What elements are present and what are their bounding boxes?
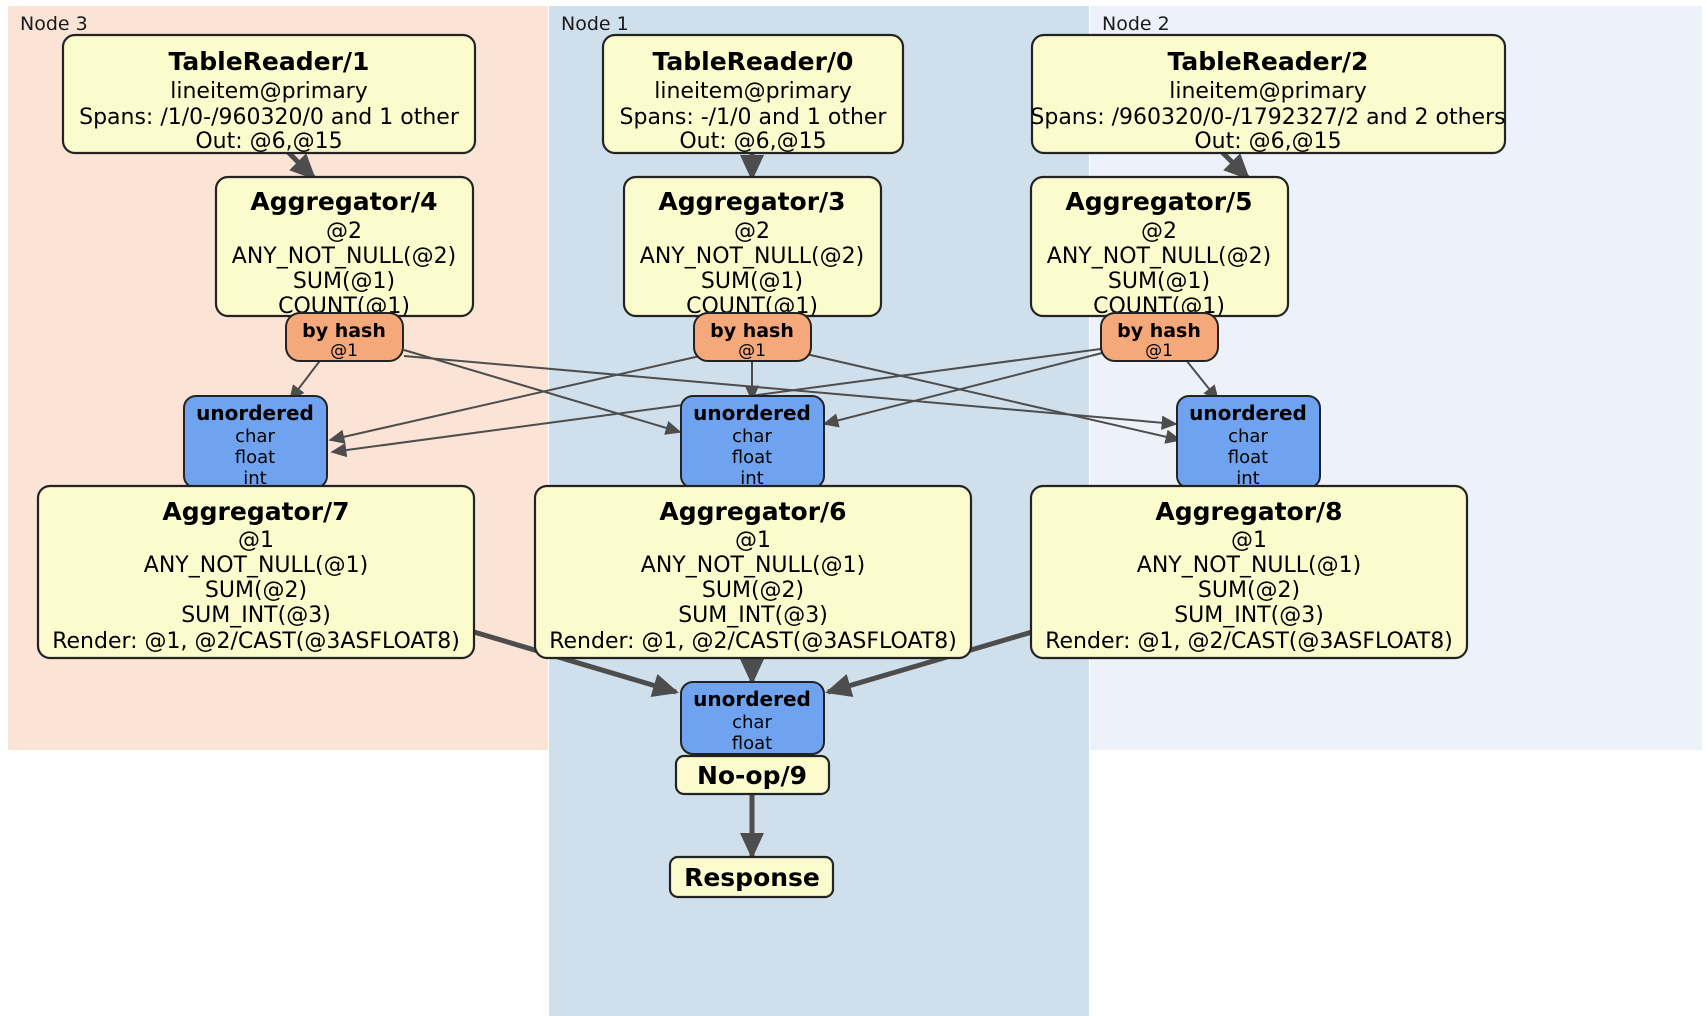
processor-line: SUM_INT(@3) [1174,603,1324,628]
panel-node-3-label: Node 3 [20,13,88,35]
processor-line: @2 [1141,219,1177,244]
processor-line: Render: @1, @2/CAST(@3ASFLOAT8) [549,629,957,654]
processor-line: SUM(@1) [1108,269,1210,294]
synchronizer-line: char [235,426,275,447]
processor-line: ANY_NOT_NULL(@1) [641,553,865,578]
edge-hash-left-to-unordered-left [289,357,323,402]
synchronizer-title: unordered [693,401,811,425]
synchronizer-line: int [1236,468,1259,489]
processor-line: Render: @1, @2/CAST(@3ASFLOAT8) [1045,629,1453,654]
processor-title: TableReader/0 [653,47,854,76]
router-hash-right[interactable]: by hash @1 [1100,312,1219,362]
edge-hash-right-to-unordered-middle [822,351,1107,428]
processor-line: lineitem@primary [1169,79,1367,104]
processor-line: SUM(@1) [701,269,803,294]
processor-aggregator-8[interactable]: Aggregator/8 @1 ANY_NOT_NULL(@1) SUM(@2)… [1029,484,1469,660]
processor-line: @1 [1231,528,1267,553]
synchronizer-line: int [740,468,763,489]
processor-line: Out: @6,@15 [195,129,342,154]
processor-line: @2 [734,219,770,244]
processor-line: @2 [326,219,362,244]
synchronizer-line: float [732,733,772,754]
synchronizer-line: float [1228,447,1268,468]
processor-table-reader-1[interactable]: TableReader/1 lineitem@primary Spans: /1… [61,33,477,155]
processor-title: Aggregator/5 [1065,187,1252,216]
processor-line: ANY_NOT_NULL(@2) [640,244,864,269]
processor-line: @1 [735,528,771,553]
processor-line: ANY_NOT_NULL(@2) [232,244,456,269]
synchronizer-line: float [732,447,772,468]
processor-title: Aggregator/3 [658,187,845,216]
synchronizer-line: char [1228,426,1268,447]
processor-aggregator-6[interactable]: Aggregator/6 @1 ANY_NOT_NULL(@1) SUM(@2)… [533,484,973,660]
processor-title: Aggregator/6 [659,497,846,526]
processor-title: TableReader/2 [1168,47,1369,76]
router-line: @1 [738,341,766,361]
processor-line: SUM(@2) [205,578,307,603]
processor-aggregator-3[interactable]: Aggregator/3 @2 ANY_NOT_NULL(@2) SUM(@1)… [622,175,883,319]
router-title: by hash [302,320,386,342]
edge-tablereader1-to-aggregator4 [286,150,317,181]
processor-aggregator-4[interactable]: Aggregator/4 @2 ANY_NOT_NULL(@2) SUM(@1)… [214,175,475,319]
processor-line: SUM(@2) [1198,578,1300,603]
processor-table-reader-2[interactable]: TableReader/2 lineitem@primary Spans: /9… [1030,33,1507,155]
processor-line: ANY_NOT_NULL(@2) [1047,244,1271,269]
synchronizer-line: char [732,426,772,447]
processor-line: SUM(@2) [702,578,804,603]
processor-table-reader-0[interactable]: TableReader/0 lineitem@primary Spans: -/… [601,33,905,155]
synchronizer-unordered-middle[interactable]: unordered char float int [680,395,825,489]
router-line: @1 [330,341,358,361]
processor-line: SUM_INT(@3) [678,603,828,628]
synchronizer-line: char [732,712,772,733]
edge-tablereader2-to-aggregator5 [1220,150,1251,181]
synchronizer-title: unordered [693,687,811,711]
synchronizer-unordered-left[interactable]: unordered char float int [183,395,328,489]
synchronizer-unordered-right[interactable]: unordered char float int [1176,395,1321,489]
edge-aggregator8-to-unordered-final [825,629,1033,698]
router-title: by hash [1117,320,1201,342]
processor-title: Aggregator/8 [1155,497,1342,526]
processor-aggregator-5[interactable]: Aggregator/5 @2 ANY_NOT_NULL(@2) SUM(@1)… [1029,175,1290,319]
edges-layer [286,150,1251,860]
processor-line: Out: @6,@15 [679,129,826,154]
processor-line: Spans: /960320/0-/1792327/2 and 2 others [1030,105,1505,130]
synchronizer-line: int [243,468,266,489]
router-title: by hash [710,320,794,342]
processor-title: Response [684,863,820,892]
router-line: @1 [1145,341,1173,361]
processor-title: Aggregator/7 [162,497,349,526]
processor-aggregator-7[interactable]: Aggregator/7 @1 ANY_NOT_NULL(@1) SUM(@2)… [36,484,476,660]
processor-line: Render: @1, @2/CAST(@3ASFLOAT8) [52,629,460,654]
synchronizer-title: unordered [1189,401,1307,425]
processor-line: Spans: /1/0-/960320/0 and 1 other [79,105,460,130]
processor-noop-9[interactable]: No-op/9 [674,754,831,796]
processor-line: Spans: -/1/0 and 1 other [620,105,888,130]
edge-hash-middle-to-unordered-right [805,353,1182,444]
processor-line: SUM(@1) [293,269,395,294]
synchronizer-title: unordered [196,401,314,425]
processor-line: Out: @6,@15 [1194,129,1341,154]
processor-line: lineitem@primary [654,79,852,104]
processor-line: ANY_NOT_NULL(@1) [1137,553,1361,578]
processor-line: lineitem@primary [170,79,368,104]
panel-node-1-label: Node 1 [561,13,629,35]
edge-hash-right-to-unordered-right [1185,359,1219,402]
processor-response[interactable]: Response [668,855,835,899]
processor-line: @1 [238,528,274,553]
router-hash-middle[interactable]: by hash @1 [693,312,812,362]
processor-line: SUM_INT(@3) [181,603,331,628]
edge-hash-middle-to-unordered-left [328,355,701,444]
processor-title: No-op/9 [697,761,807,790]
processor-title: TableReader/1 [169,47,370,76]
processor-line: ANY_NOT_NULL(@1) [144,553,368,578]
processor-title: Aggregator/4 [250,187,437,216]
panel-node-2-label: Node 2 [1102,13,1170,35]
synchronizer-line: float [235,447,275,468]
synchronizer-unordered-final[interactable]: unordered char float [680,681,825,755]
router-hash-left[interactable]: by hash @1 [285,312,404,362]
edge-aggregator7-to-unordered-final [473,629,679,697]
